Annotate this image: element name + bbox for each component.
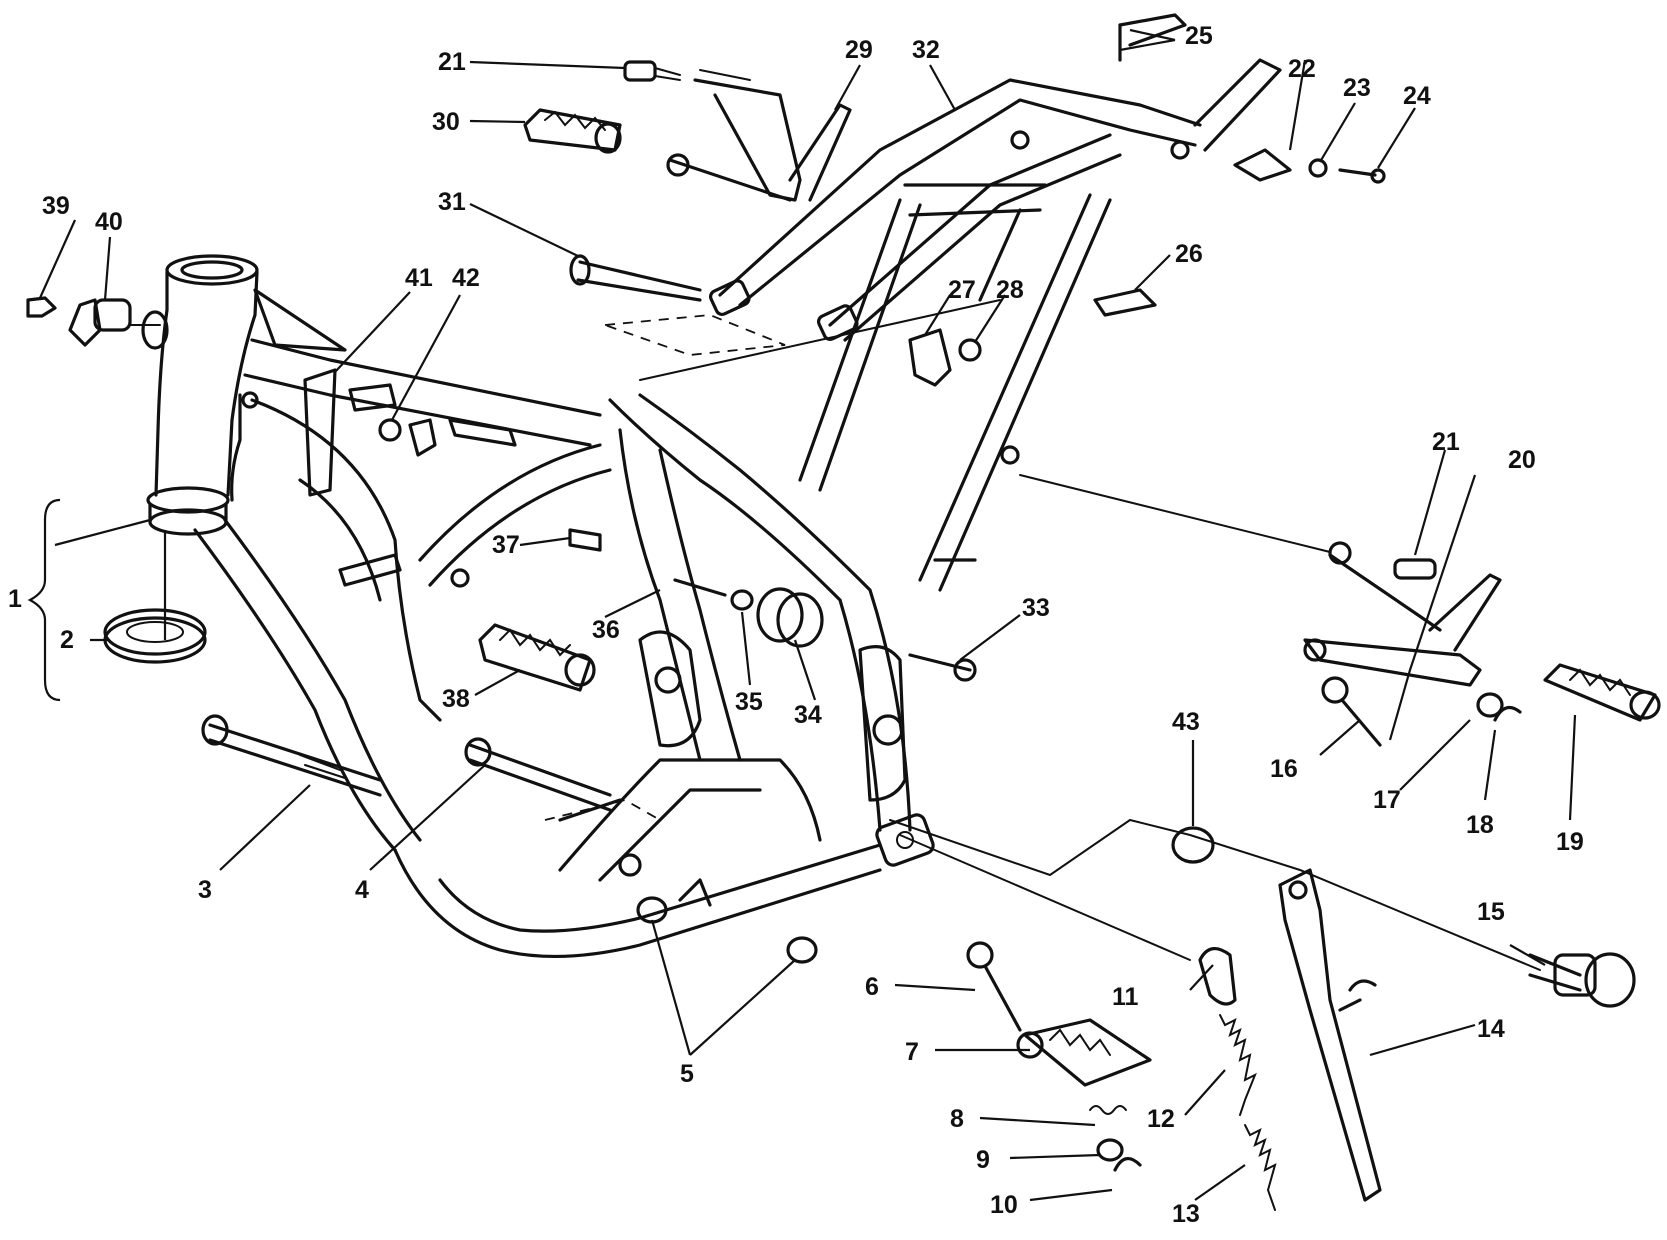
callout-31: 31 bbox=[438, 188, 466, 216]
callout-9: 9 bbox=[976, 1146, 990, 1174]
callout-3: 3 bbox=[198, 876, 212, 904]
main-frame bbox=[146, 254, 935, 959]
callout-23: 23 bbox=[1343, 74, 1371, 102]
callout-42: 42 bbox=[452, 264, 480, 292]
callout-26: 26 bbox=[1175, 240, 1203, 268]
callout-8: 8 bbox=[950, 1105, 964, 1133]
callout-33: 33 bbox=[1022, 594, 1050, 622]
callout-5: 5 bbox=[680, 1060, 694, 1088]
callout-27: 27 bbox=[948, 276, 976, 304]
callout-20: 20 bbox=[1508, 446, 1536, 474]
callout-29: 29 bbox=[845, 36, 873, 64]
rear-subframe bbox=[708, 58, 1282, 592]
callout-labels: 1 2 3 4 5 6 7 8 9 10 11 12 13 14 15 16 1… bbox=[8, 22, 1584, 1228]
callout-15: 15 bbox=[1477, 898, 1505, 926]
callout-18: 18 bbox=[1466, 811, 1494, 839]
callout-13: 13 bbox=[1172, 1200, 1200, 1228]
callout-21-upper: 21 bbox=[438, 48, 466, 76]
callout-17: 17 bbox=[1373, 786, 1401, 814]
callout-37: 37 bbox=[492, 531, 520, 559]
callout-43: 43 bbox=[1172, 708, 1200, 736]
callout-21-right: 21 bbox=[1432, 428, 1460, 456]
callout-40: 40 bbox=[95, 208, 123, 236]
callout-7: 7 bbox=[905, 1038, 919, 1066]
callout-24: 24 bbox=[1403, 82, 1431, 110]
callout-4: 4 bbox=[355, 876, 369, 904]
callout-6: 6 bbox=[865, 973, 879, 1001]
callout-22: 22 bbox=[1288, 55, 1316, 83]
callout-39: 39 bbox=[42, 192, 70, 220]
callout-12: 12 bbox=[1147, 1105, 1175, 1133]
callout-28: 28 bbox=[996, 276, 1024, 304]
callout-11: 11 bbox=[1112, 983, 1139, 1011]
callout-19: 19 bbox=[1556, 828, 1584, 856]
callout-30: 30 bbox=[432, 108, 460, 136]
callout-1: 1 bbox=[8, 585, 22, 613]
callout-34: 34 bbox=[794, 701, 822, 729]
callout-38: 38 bbox=[442, 685, 470, 713]
callout-36: 36 bbox=[592, 616, 620, 644]
callout-10: 10 bbox=[990, 1191, 1018, 1219]
leader-lines bbox=[27, 28, 1577, 1202]
callout-35: 35 bbox=[735, 688, 763, 716]
small-parts bbox=[26, 13, 1661, 1211]
callout-14: 14 bbox=[1477, 1015, 1505, 1043]
callout-16: 16 bbox=[1270, 755, 1298, 783]
callout-2: 2 bbox=[60, 626, 74, 654]
callout-25: 25 bbox=[1185, 22, 1213, 50]
callout-41: 41 bbox=[405, 264, 433, 292]
callout-32: 32 bbox=[912, 36, 940, 64]
